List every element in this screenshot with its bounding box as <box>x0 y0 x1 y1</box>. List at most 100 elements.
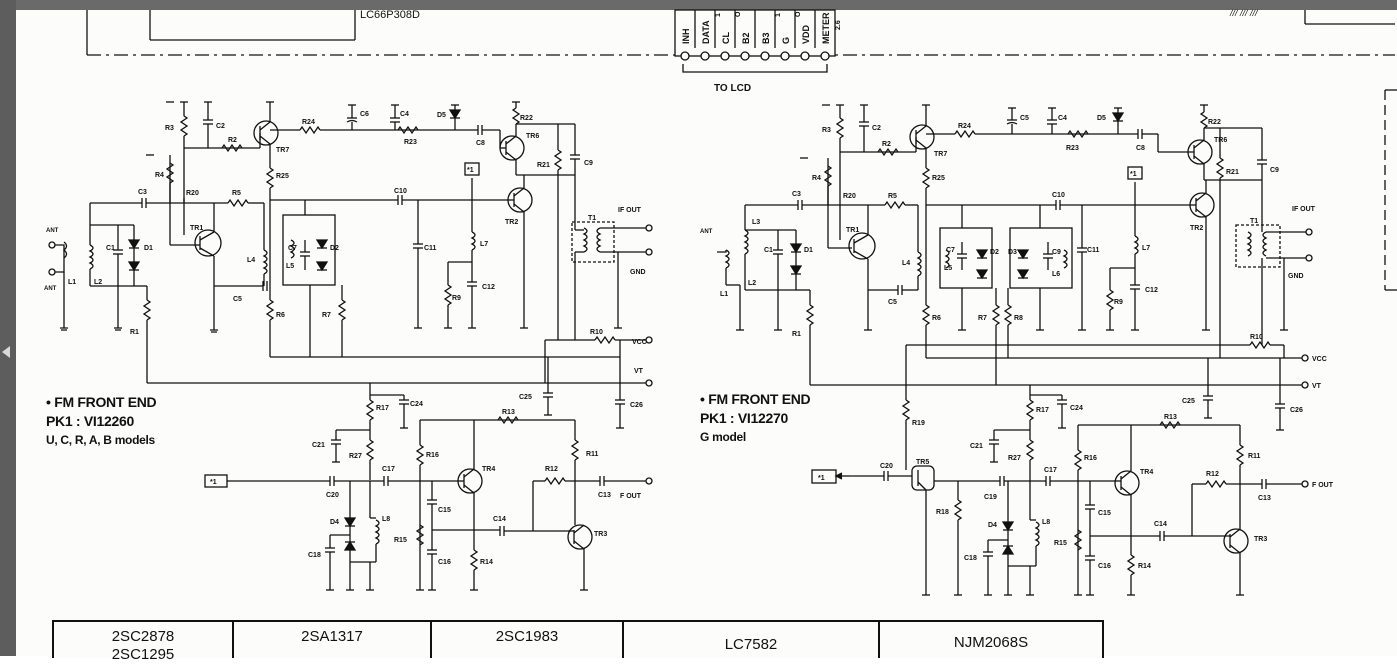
left-r5-label: R5 <box>232 190 241 197</box>
right-r22-label: R22 <box>1208 119 1221 126</box>
viewer-top-bar <box>0 0 1397 10</box>
right-c8-label: C8 <box>1136 145 1145 152</box>
right-r24-label: R24 <box>958 123 971 130</box>
right-if-out-label: IF OUT <box>1292 206 1316 213</box>
right-vcc-label: VCC <box>1312 356 1327 363</box>
left-ref1-label: *1 <box>467 167 474 174</box>
lcd-pin-b3: B3 <box>761 32 771 44</box>
left-r25-label: R25 <box>276 173 289 180</box>
left-tr1-label: TR1 <box>190 225 203 232</box>
left-c10-label: C10 <box>394 188 407 195</box>
right-r4-label: R4 <box>812 175 821 182</box>
right-ref1-label: *1 <box>1130 171 1137 178</box>
right-title-line1: • FM FRONT END <box>700 391 811 407</box>
right-tr7-label: TR7 <box>934 151 947 158</box>
right-c26-label: C26 <box>1290 407 1303 414</box>
left-l7-label: L7 <box>480 241 488 248</box>
right-r25-label: R25 <box>932 175 945 182</box>
left-vcc-label: VCC <box>632 339 647 346</box>
lcd-pin-data: DATA <box>701 20 711 44</box>
previous-page-arrow-icon[interactable] <box>2 346 10 358</box>
right-d5-label: D5 <box>1097 115 1106 122</box>
lcd-pin-b2: B2 <box>741 32 751 44</box>
right-component-labels: ANT L1 L2 L3 C1 D1 C3 R1 R4 R3 C2 R20 TR… <box>700 115 1334 570</box>
right-t1-label: T1 <box>1250 218 1258 225</box>
left-r15-label: R15 <box>394 537 407 544</box>
left-c21-label: C21 <box>312 442 325 449</box>
left-r14-label: R14 <box>480 559 493 566</box>
left-c18-label: C18 <box>308 552 321 559</box>
left-title-line3: U, C, R, A, B models <box>46 433 155 447</box>
right-r27-label: R27 <box>1008 455 1021 462</box>
left-if-out-label: IF OUT <box>618 207 642 214</box>
right-r17-label: R17 <box>1036 407 1049 414</box>
left-c17-label: C17 <box>382 466 395 473</box>
pin-mark-2: O <box>735 11 742 17</box>
right-r20-label: R20 <box>843 193 856 200</box>
left-r2-label: R2 <box>228 137 237 144</box>
right-r19-label: R19 <box>912 420 925 427</box>
right-d4-label: D4 <box>988 522 997 529</box>
right-d3-label: D3 <box>1008 249 1017 256</box>
right-r23-label: R23 <box>1066 145 1079 152</box>
right-c5-label: C5 <box>888 299 897 306</box>
left-ref1-input-label: *1 <box>210 479 217 486</box>
right-l6-label: L6 <box>1052 271 1060 278</box>
left-r7-label: R7 <box>322 312 331 319</box>
left-c26-label: C26 <box>630 402 643 409</box>
right-c24-label: C24 <box>1070 405 1083 412</box>
left-r27-label: R27 <box>349 453 362 460</box>
lcd-pin-labels: INH DATA CL B2 B3 G VDD METER 1 O 1 O 2.… <box>681 11 842 44</box>
left-r21-label: R21 <box>537 162 550 169</box>
right-l3-label: L3 <box>752 219 760 226</box>
right-tr5-label: TR5 <box>916 459 929 466</box>
right-r6-label: R6 <box>932 315 941 322</box>
left-r23-label: R23 <box>404 139 417 146</box>
right-d2-label: D2 <box>990 249 999 256</box>
left-r10-label: R10 <box>590 329 603 336</box>
right-tr2-label: TR2 <box>1190 225 1203 232</box>
right-c5-top-label: C5 <box>1020 115 1029 122</box>
right-tr6-label: TR6 <box>1214 137 1227 144</box>
left-vt-label: VT <box>634 368 644 375</box>
right-r15-label: R15 <box>1054 540 1067 547</box>
parts-cell-1: 2SC2878 2SC1295 <box>54 622 234 663</box>
right-r5-label: R5 <box>888 193 897 200</box>
left-d4-label: D4 <box>330 519 339 526</box>
left-tr3-label: TR3 <box>594 531 607 538</box>
right-circuit-wiring <box>717 104 1313 596</box>
right-c17-label: C17 <box>1044 467 1057 474</box>
pin-mark-1: 1 <box>715 13 722 17</box>
right-f-out-label: F OUT <box>1312 482 1334 489</box>
right-l2-label: L2 <box>748 280 756 287</box>
left-c1-label: C1 <box>106 245 115 252</box>
left-l8-label: L8 <box>382 516 390 523</box>
right-c7-label: C7 <box>946 247 955 254</box>
right-vt-label: VT <box>1312 383 1322 390</box>
right-title-block: • FM FRONT END PK1 : VI12270 G model <box>700 390 811 447</box>
right-r3-label: R3 <box>822 127 831 134</box>
right-r14-label: R14 <box>1138 563 1151 570</box>
left-c24-label: C24 <box>410 401 423 408</box>
left-f-out-label: F OUT <box>620 493 642 500</box>
right-c9-label: C9 <box>1270 167 1279 174</box>
left-l2-label: L2 <box>94 279 102 286</box>
right-c9b-label: C9 <box>1052 249 1061 256</box>
right-l7-label: L7 <box>1142 245 1150 252</box>
left-tr6-label: TR6 <box>526 133 539 140</box>
left-c4-label: C4 <box>400 111 409 118</box>
lcd-pin-vdd: VDD <box>801 24 811 44</box>
parts-cell-4: LC7582 <box>624 622 880 658</box>
left-component-labels: ANT ANT L1 L2 C1 D1 C3 R1 R4 R3 C2 R20 T… <box>44 111 647 566</box>
right-l5-label: L5 <box>944 265 952 272</box>
lcd-pin-cl: CL <box>721 32 731 44</box>
left-d1-label: D1 <box>144 245 153 252</box>
left-title-block: • FM FRONT END PK1 : VI12260 U, C, R, A,… <box>46 393 157 450</box>
left-c25-label: C25 <box>519 394 532 401</box>
right-l1-label: L1 <box>720 291 728 298</box>
lcd-pin-meter: METER <box>821 12 831 44</box>
right-l8-label: L8 <box>1042 519 1050 526</box>
left-l5-label: L5 <box>286 263 294 270</box>
left-c7-label: C7 <box>288 245 297 252</box>
